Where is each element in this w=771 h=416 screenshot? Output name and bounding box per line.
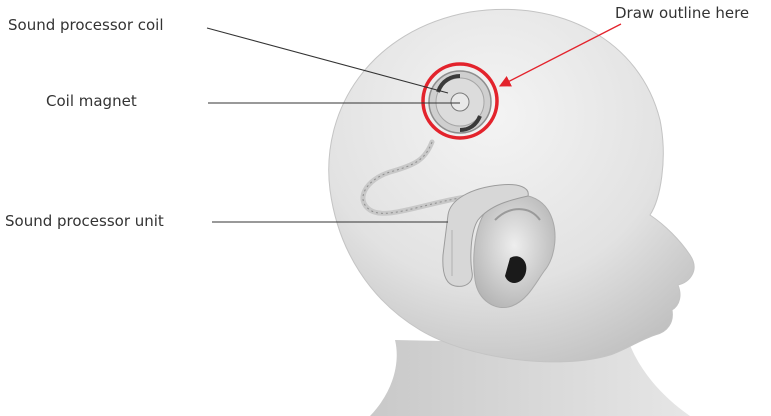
coil-magnet xyxy=(451,93,469,111)
label-coil-magnet: Coil magnet xyxy=(46,92,137,110)
label-draw-outline-here: Draw outline here xyxy=(615,4,749,22)
label-sound-processor-coil: Sound processor coil xyxy=(8,16,164,34)
sound-processor-coil xyxy=(429,71,491,133)
label-sound-processor-unit: Sound processor unit xyxy=(5,212,164,230)
